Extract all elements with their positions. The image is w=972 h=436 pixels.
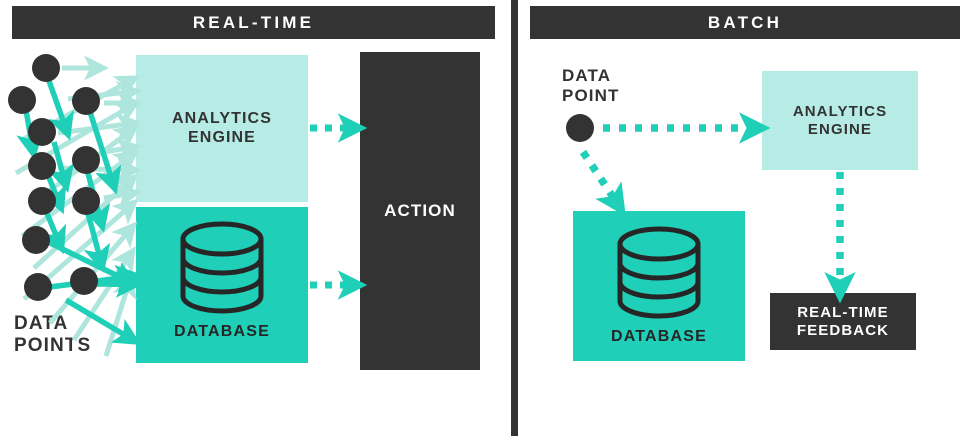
action-box: ACTION xyxy=(360,52,480,370)
data-point-dot-icon xyxy=(70,267,98,295)
panel-header-realtime-label: REAL-TIME xyxy=(192,12,315,32)
database-icon-group-left: DATABASE xyxy=(136,219,308,341)
database-label-right: DATABASE xyxy=(610,328,708,345)
data-point-dot-icon xyxy=(72,146,100,174)
action-label: ACTION xyxy=(384,200,456,220)
data-point-dot-icon xyxy=(28,187,56,215)
database-box-left xyxy=(136,207,308,363)
data-point-dot-icon xyxy=(72,87,100,115)
data-point-dot-icon xyxy=(28,118,56,146)
data-point-dot-icon xyxy=(28,152,56,180)
database-cylinder-icon xyxy=(180,221,264,314)
data-point-arrows-strong xyxy=(16,77,144,345)
panel-header-batch-label: BATCH xyxy=(707,12,783,32)
data-point-dot-icon xyxy=(72,187,100,215)
data-point-dot-icon xyxy=(8,86,36,114)
data-point-dot-icon xyxy=(24,273,52,301)
data-point-dot-icon xyxy=(566,114,594,142)
panel-header-batch: BATCH xyxy=(530,6,960,39)
data-point-dot-icon xyxy=(22,226,50,254)
data-point-dot-icon xyxy=(32,54,60,82)
database-icon-group-right: DATABASE xyxy=(573,224,745,346)
datapoint-to-database-dashed-arrow xyxy=(579,149,626,217)
panel-header-realtime: REAL-TIME xyxy=(12,6,495,39)
data-point-dots-right xyxy=(566,114,594,142)
database-box-right xyxy=(573,211,745,361)
data-point-dots-left xyxy=(8,54,100,301)
database-cylinder-icon xyxy=(617,226,701,319)
database-label-left: DATABASE xyxy=(173,323,271,340)
data-point-arrows-light xyxy=(57,55,142,209)
panel-divider xyxy=(511,0,518,436)
